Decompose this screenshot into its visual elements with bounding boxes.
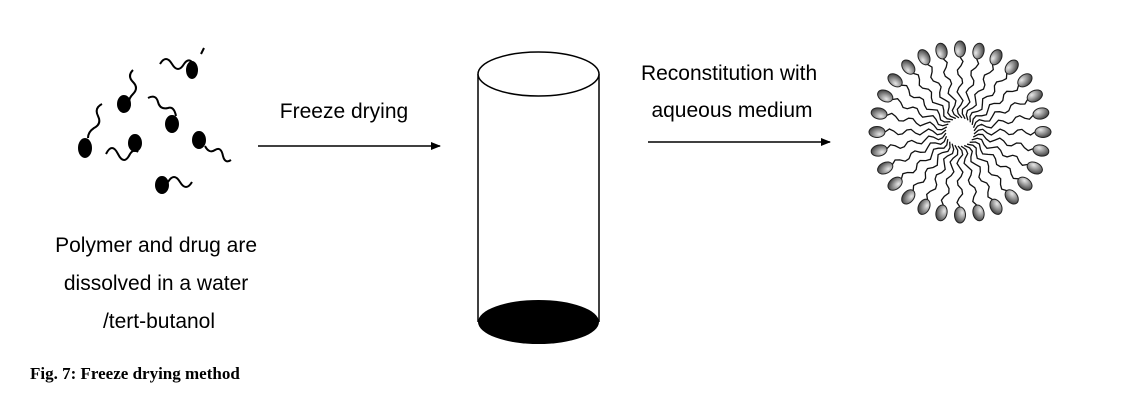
micelle-tail: [891, 135, 948, 165]
micelle-head: [1032, 144, 1050, 157]
micelle-head: [868, 126, 886, 138]
micelle-head: [877, 161, 894, 175]
micelle-head: [1004, 189, 1019, 205]
micelle-head: [935, 42, 948, 60]
figure-caption: Fig. 7: Freeze drying method: [30, 364, 240, 383]
molecule: [105, 134, 142, 161]
micelle-tail: [892, 98, 949, 127]
arrow-1-label: Freeze drying: [280, 100, 408, 123]
micelle-head: [877, 89, 894, 103]
micelle-tail: [969, 73, 1008, 123]
micelle-head: [1026, 89, 1043, 103]
micelle-tail: [956, 145, 964, 208]
micelle-tail: [926, 143, 955, 200]
micelle-head: [901, 189, 916, 205]
micelle-tail: [886, 112, 948, 131]
molecule: [117, 69, 137, 113]
micelle-tail: [884, 128, 947, 136]
micelle-tail: [886, 132, 947, 150]
micelle-head: [935, 204, 948, 222]
micelle-tail: [963, 144, 993, 201]
vial-opening: [477, 51, 600, 97]
micelle-head: [954, 40, 966, 58]
micelle-tail: [971, 137, 1028, 166]
step-1-label-line: Polymer and drug are: [55, 234, 257, 257]
step-1-label: Polymer and drug are dissolved in a wate…: [55, 234, 263, 333]
arrow-2-label: Reconstitution with aqueous medium: [641, 62, 823, 122]
micelle-tail: [900, 138, 949, 179]
micelle-head: [972, 42, 985, 60]
arrow-2-label-line: aqueous medium: [651, 99, 812, 122]
micelle-head: [989, 49, 1003, 66]
micelle-tail: [972, 133, 1034, 152]
micelle-head: [870, 144, 888, 157]
micelle-head: [901, 59, 916, 75]
micelle-head: [972, 204, 985, 222]
micelle-tail: [956, 56, 964, 119]
micelle-tail: [901, 84, 951, 123]
micelle: [868, 40, 1052, 224]
molecule: [155, 176, 193, 194]
micelle-tail: [965, 64, 994, 121]
micelle-head: [1032, 107, 1050, 120]
molecule: [78, 103, 103, 158]
micelle-tail: [961, 58, 980, 120]
micelle-tail: [960, 145, 978, 206]
micelle-tail: [972, 99, 1029, 129]
arrow-1-label-line: Freeze drying: [280, 100, 408, 123]
molecule: [147, 95, 179, 133]
micelle-head: [917, 49, 931, 66]
micelle-head: [917, 198, 931, 215]
dried-cake: [478, 300, 599, 344]
micelle-head: [1017, 73, 1033, 88]
micelle-tail: [942, 58, 960, 119]
polymer-drug-molecules: [78, 47, 232, 194]
micelle-head: [1004, 59, 1019, 75]
micelle-head: [989, 198, 1003, 215]
micelle-tail: [971, 85, 1020, 126]
freeze-drying-vial: [477, 51, 600, 344]
micelle-head: [887, 176, 903, 191]
micelle-head: [954, 206, 966, 224]
micelle-tail: [973, 128, 1036, 136]
micelle-tail: [973, 114, 1034, 132]
arrow-2-label-line: Reconstitution with: [641, 62, 817, 85]
molecule: [192, 131, 232, 163]
micelle-tail: [927, 63, 957, 120]
micelle-head: [1034, 126, 1052, 138]
molecule: [159, 47, 205, 79]
micelle-tail: [969, 141, 1019, 180]
micelle-head: [1026, 161, 1043, 175]
step-1-label-line: /tert-butanol: [103, 310, 215, 333]
micelle-tail: [966, 143, 1007, 192]
micelle-tail: [940, 144, 959, 206]
micelle-tail: [913, 72, 954, 121]
micelle-head: [870, 107, 888, 120]
micelle-head: [887, 73, 903, 88]
micelle-tail: [912, 141, 951, 191]
micelle-head: [1017, 176, 1033, 191]
step-1-label-line: dissolved in a water: [64, 272, 248, 295]
